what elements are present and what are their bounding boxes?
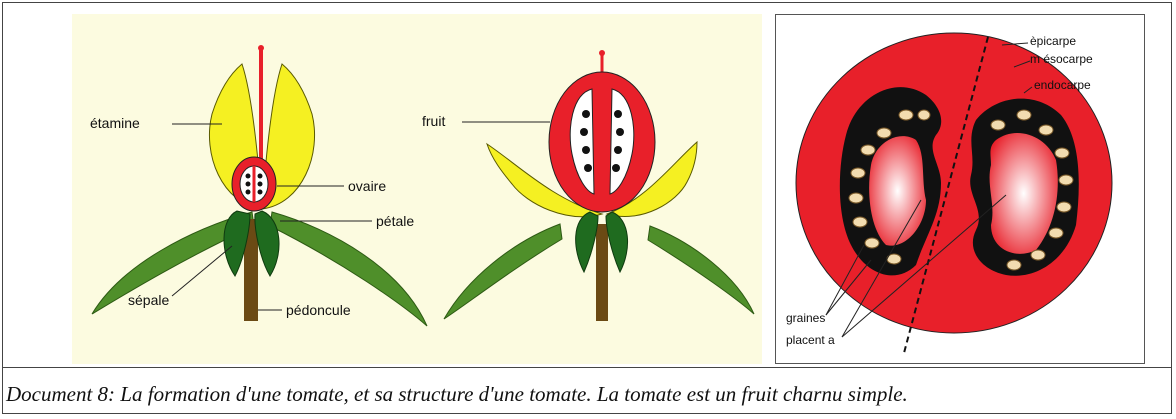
fruit-stem [596, 224, 608, 321]
flower-stigma [258, 45, 264, 51]
label-etamine: étamine [90, 115, 140, 131]
label-sepale: sépale [128, 292, 169, 308]
figure-caption: Document 8: La formation d'une tomate, e… [6, 382, 1170, 407]
label-mesocarpe: m ésocarpe [1030, 52, 1093, 66]
label-ovaire: ovaire [348, 178, 386, 194]
label-graines: graines [786, 311, 825, 325]
fruit-small-sepal-right [606, 212, 628, 272]
label-placenta: placent a [786, 333, 835, 347]
label-endocarpe: endocarpe [1034, 78, 1091, 92]
flower-fruit-diagram: étamine ovaire pétale sépale pédoncule f… [72, 14, 762, 364]
fruit-sepal-left [444, 224, 562, 319]
caption-divider [2, 367, 1172, 368]
label-pedoncule: pédoncule [286, 302, 351, 318]
label-fruit: fruit [422, 113, 445, 129]
fruit-small-sepal-left [576, 212, 598, 272]
fruit-body [549, 72, 655, 212]
tomato-section-panel: èpicarpe m ésocarpe endocarpe graines pl… [775, 14, 1145, 364]
fruit-illustration [444, 50, 754, 321]
flower-fruit-panel: étamine ovaire pétale sépale pédoncule f… [72, 14, 762, 364]
label-petale: pétale [376, 213, 414, 229]
tomato-cross-section: èpicarpe m ésocarpe endocarpe graines pl… [776, 15, 1144, 363]
label-epicarpe: èpicarpe [1030, 34, 1076, 48]
fruit-sepal-right [648, 226, 754, 314]
